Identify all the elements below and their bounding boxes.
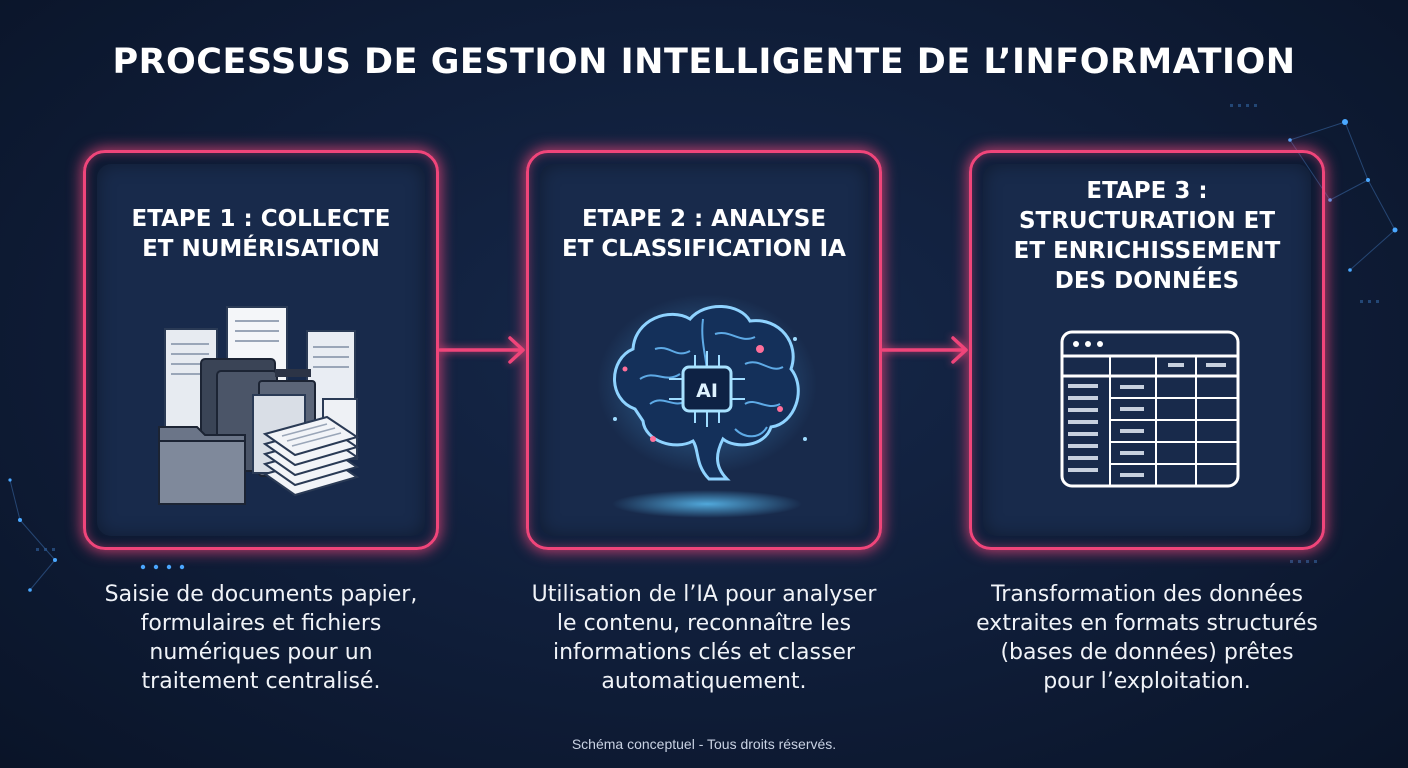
step-3-title: ETAPE 3 : STRUCTURATION ET ET ENRICHISSE…: [1013, 178, 1281, 294]
step-1-description: Saisie de documents papier, formulaires …: [104, 582, 418, 694]
ai-chip-label: AI: [696, 380, 718, 402]
data-table-icon: [1060, 330, 1240, 488]
step-3-description: Transformation des données extraites en …: [976, 582, 1318, 694]
step-1-card-inner: ETAPE 1 : COLLECTE ET NUMÉRISATION: [97, 164, 425, 536]
page-title: PROCESSUS DE GESTION INTELLIGENTE DE L’I…: [112, 42, 1296, 82]
step-1-card: ETAPE 1 : COLLECTE ET NUMÉRISATION: [83, 150, 439, 550]
arrow-step1-to-step2: [438, 336, 525, 364]
documents-folders-icon: [158, 306, 360, 505]
step-1-title: ETAPE 1 : COLLECTE ET NUMÉRISATION: [131, 206, 391, 262]
step-2-title: ETAPE 2 : ANALYSE ET CLASSIFICATION IA: [562, 206, 846, 262]
step-2-description: Utilisation de l’IA pour analyser le con…: [531, 582, 877, 694]
footer-note: Schéma conceptuel - Tous droits réservés…: [571, 736, 837, 752]
ai-brain-icon: AI: [597, 294, 817, 518]
step-2-card-inner: ETAPE 2 : ANALYSE ET CLASSIFICATION IA: [540, 164, 868, 536]
step-2-card: ETAPE 2 : ANALYSE ET CLASSIFICATION IA: [526, 150, 882, 550]
step-3-card: ETAPE 3 : STRUCTURATION ET ET ENRICHISSE…: [969, 150, 1325, 550]
step-3-card-inner: ETAPE 3 : STRUCTURATION ET ET ENRICHISSE…: [983, 164, 1311, 536]
arrow-step2-to-step3: [881, 336, 968, 364]
